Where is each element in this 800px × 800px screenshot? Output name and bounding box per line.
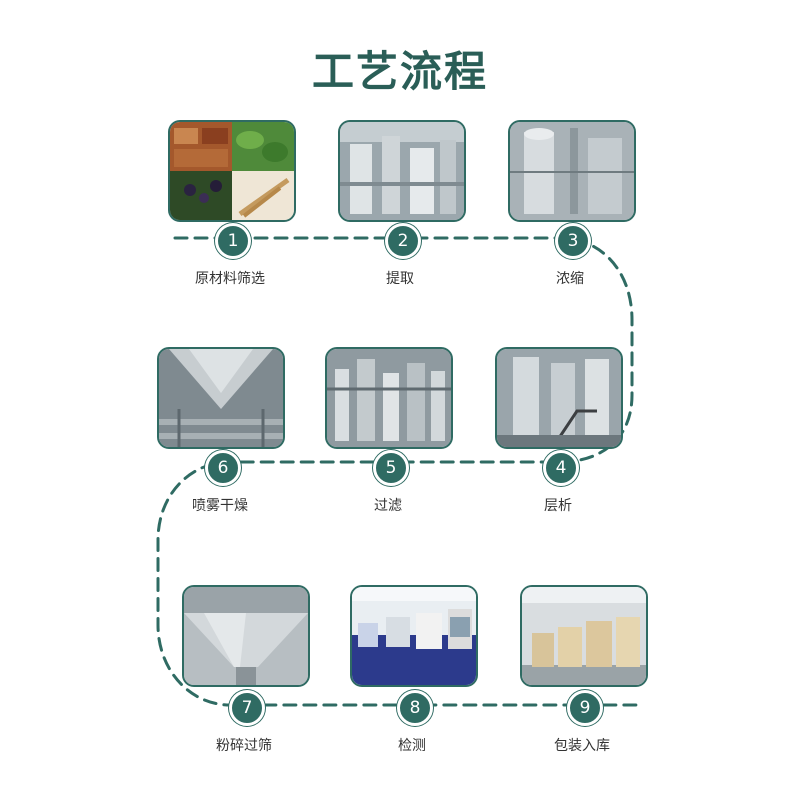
extraction-tanks-image (338, 120, 466, 222)
page-title: 工艺流程 (311, 47, 488, 96)
step-label: 包装入库 (554, 738, 610, 754)
step-label: 喷雾干燥 (192, 498, 248, 514)
step-label: 提取 (386, 271, 414, 287)
step-number-badge: 5 (373, 450, 409, 486)
step-number-badge: 1 (215, 223, 251, 259)
chromatography-columns-image (495, 347, 623, 449)
step-number-badge: 9 (567, 690, 603, 726)
step-label: 过滤 (374, 498, 402, 514)
step-label: 浓缩 (556, 271, 584, 287)
step-label: 原材料筛选 (195, 271, 265, 287)
step-label: 层析 (544, 498, 572, 514)
step-label: 粉碎过筛 (216, 738, 272, 754)
testing-lab-image (350, 585, 478, 687)
step-number-badge: 3 (555, 223, 591, 259)
step-label: 检测 (398, 738, 426, 754)
step-number-badge: 8 (397, 690, 433, 726)
spray-dryer-image (157, 347, 285, 449)
crusher-hopper-image (182, 585, 310, 687)
step-number-badge: 4 (543, 450, 579, 486)
step-number-badge: 7 (229, 690, 265, 726)
warehouse-packaging-image (520, 585, 648, 687)
step-number-badge: 2 (385, 223, 421, 259)
step-number-badge: 6 (205, 450, 241, 486)
raw-materials-image (168, 120, 296, 222)
concentration-equipment-image (508, 120, 636, 222)
filtration-equipment-image (325, 347, 453, 449)
